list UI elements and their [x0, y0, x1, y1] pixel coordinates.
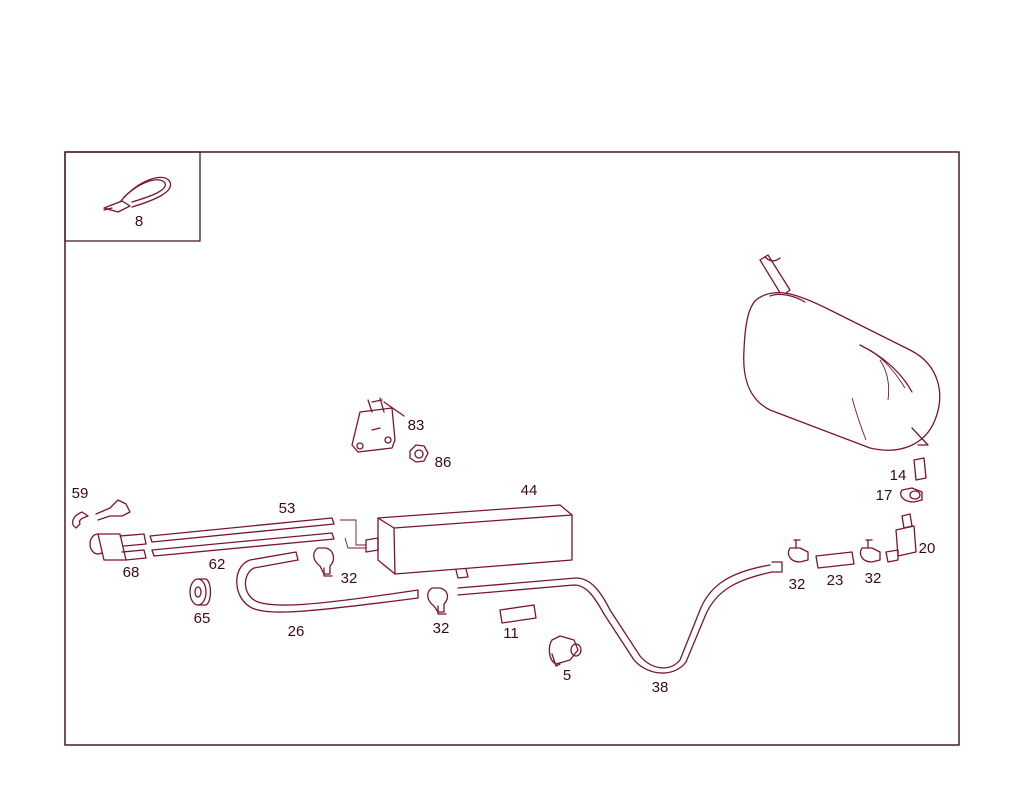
callout-11: 11: [503, 625, 519, 642]
callout-38: 38: [652, 679, 669, 696]
hose-14-drawing: [913, 457, 927, 481]
bracket-drawing: [351, 397, 405, 453]
callout-53: 53: [279, 500, 296, 517]
callout-8: 8: [135, 213, 143, 230]
inset-box: [64, 151, 201, 242]
callout-32b: 32: [433, 620, 450, 637]
clamp-32d-drawing: [859, 539, 881, 563]
callout-59: 59: [72, 485, 89, 502]
clamp-17-drawing: [900, 487, 923, 503]
clamp-32a-drawing: [313, 547, 335, 577]
line-38-drawing: [457, 561, 783, 674]
callout-62: 62: [209, 556, 226, 573]
callout-20: 20: [919, 540, 936, 557]
callout-68: 68: [123, 564, 140, 581]
callout-65: 65: [194, 610, 211, 627]
fuel-tank-drawing: [743, 254, 941, 451]
callout-83: 83: [408, 417, 425, 434]
callout-32d: 32: [865, 570, 882, 587]
elbow-drawing: [71, 499, 131, 529]
callout-14: 14: [890, 467, 907, 484]
callout-44: 44: [521, 482, 538, 499]
callout-32a: 32: [341, 570, 358, 587]
hose-26-drawing: [236, 551, 419, 613]
hose-23-drawing: [815, 551, 855, 569]
valve-20-drawing: [885, 513, 917, 563]
callout-23: 23: [827, 572, 844, 589]
callout-5: 5: [563, 667, 571, 684]
clamp-32c-drawing: [787, 539, 809, 563]
callout-17: 17: [876, 487, 893, 504]
diagram-frame: [64, 151, 960, 746]
cable-tie-drawing: [103, 176, 172, 213]
clamp-32b-drawing: [427, 587, 449, 615]
holder-drawing: [548, 635, 582, 667]
hoses-53-62-drawing: [149, 517, 335, 557]
callout-26: 26: [288, 623, 305, 640]
canister-drawing: [340, 504, 573, 579]
callout-32c: 32: [789, 576, 806, 593]
grommet-drawing: [189, 578, 212, 606]
nut-drawing: [409, 444, 429, 463]
valve-68-drawing: [89, 533, 147, 561]
callout-86: 86: [435, 454, 452, 471]
hose-11-drawing: [499, 604, 537, 624]
